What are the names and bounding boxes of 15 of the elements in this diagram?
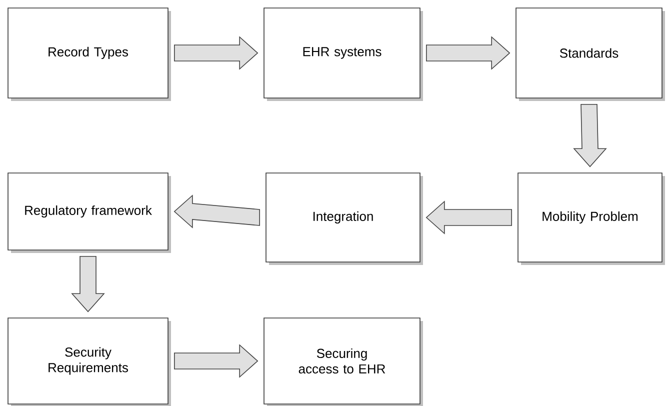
block-arrow xyxy=(174,344,258,378)
block-arrow xyxy=(174,36,258,70)
process-box: Security Requirements xyxy=(8,318,171,406)
process-box: Regulatory framework xyxy=(8,172,171,253)
block-arrow xyxy=(573,104,607,168)
process-box: Integration xyxy=(266,172,423,265)
process-box: EHR systems xyxy=(264,8,423,101)
block-arrow xyxy=(174,194,260,228)
process-box: Securing access to EHR xyxy=(264,318,423,406)
process-box: Mobility Problem xyxy=(518,172,665,265)
process-box: Standards xyxy=(516,8,665,101)
block-arrow xyxy=(426,36,510,70)
process-box: Record Types xyxy=(8,8,171,101)
block-arrow xyxy=(426,200,512,234)
block-arrow xyxy=(71,256,105,312)
